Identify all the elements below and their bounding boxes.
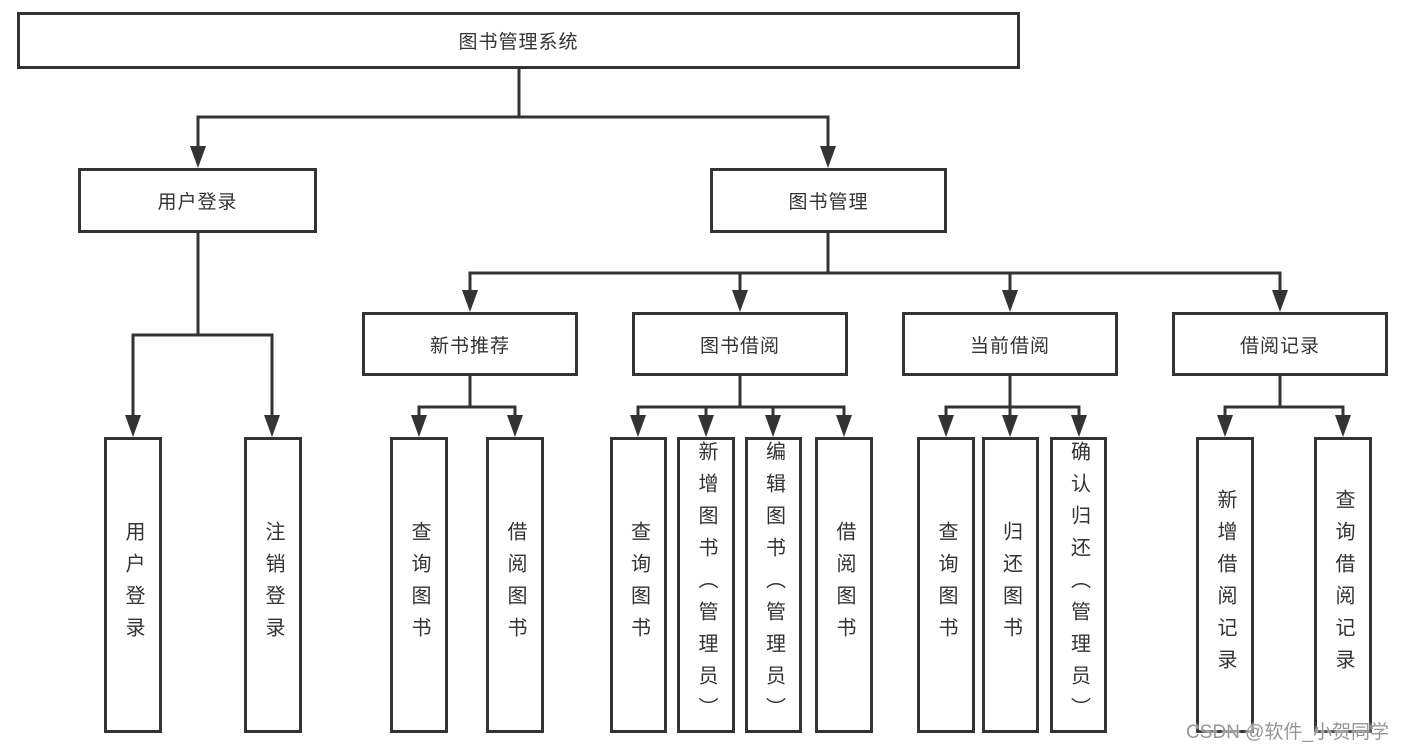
watermark: CSDN @软件_小贺同学 [1186, 722, 1389, 743]
leaf-label: 新增借阅记录 [1214, 489, 1236, 681]
node-user-login: 用户登录 [78, 168, 317, 233]
node-new-book-recommend: 新书推荐 [362, 312, 578, 376]
leaf-borrow-book: 借阅图书 [815, 437, 873, 733]
node-label: 图书借阅 [699, 335, 780, 357]
leaf-label: 借阅图书 [833, 521, 855, 649]
node-library-management-system: 图书管理系统 [17, 12, 1020, 69]
node-label: 图书管理 [788, 192, 869, 213]
leaf-label: 查询图书 [408, 521, 430, 649]
node-label: 借阅记录 [1239, 335, 1320, 357]
leaf-return-book: 归还图书 [982, 437, 1039, 733]
node-borrow-record: 借阅记录 [1172, 312, 1388, 376]
leaf-query-book-current: 查询图书 [917, 437, 975, 733]
leaf-label: 查询借阅记录 [1332, 489, 1354, 681]
leaf-query-book-recommend: 查询图书 [390, 437, 448, 733]
node-label: 用户登录 [157, 192, 238, 213]
node-label: 当前借阅 [969, 335, 1050, 357]
leaf-add-borrow-record: 新增借阅记录 [1196, 437, 1254, 733]
leaf-label: 新增图书（管理员） [695, 441, 717, 729]
node-label: 新书推荐 [429, 335, 510, 357]
leaf-edit-book-admin: 编辑图书（管理员） [745, 437, 802, 733]
node-label: 图书管理系统 [458, 32, 579, 53]
leaf-label: 注销登录 [262, 521, 284, 649]
leaf-logout: 注销登录 [244, 437, 302, 733]
leaf-label: 查询图书 [935, 521, 957, 649]
node-book-borrow: 图书借阅 [632, 312, 848, 376]
leaf-label: 编辑图书（管理员） [762, 441, 785, 729]
leaf-label: 查询图书 [627, 521, 650, 649]
leaf-label: 借阅图书 [504, 521, 526, 649]
node-book-management: 图书管理 [710, 168, 947, 233]
leaf-add-book-admin: 新增图书（管理员） [677, 437, 735, 733]
leaf-borrow-book-recommend: 借阅图书 [486, 437, 544, 733]
leaf-query-borrow-record: 查询借阅记录 [1314, 437, 1372, 733]
leaf-user-login: 用户登录 [104, 437, 162, 733]
leaf-label: 确认归还（管理员） [1067, 441, 1090, 729]
leaf-label: 归还图书 [999, 521, 1022, 649]
node-current-borrow: 当前借阅 [902, 312, 1118, 376]
leaf-query-book-borrow: 查询图书 [610, 437, 667, 733]
leaf-confirm-return-admin: 确认归还（管理员） [1050, 437, 1107, 733]
leaf-label: 用户登录 [122, 521, 144, 649]
